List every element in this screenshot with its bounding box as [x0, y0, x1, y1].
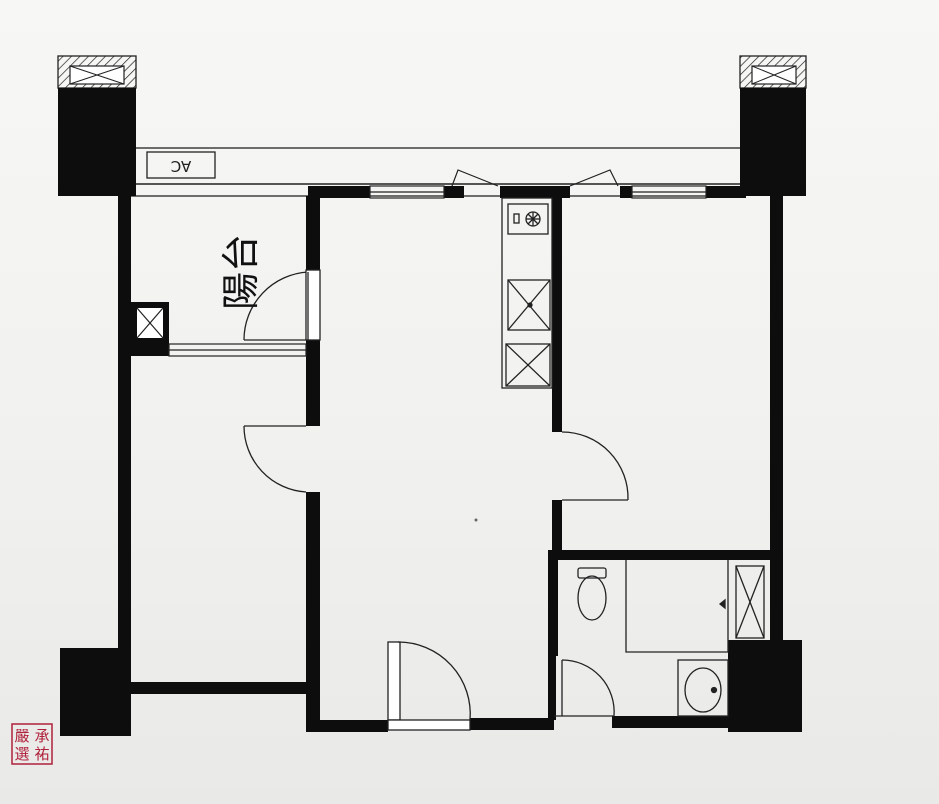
ac-label: AC	[171, 157, 191, 175]
bathroom-door	[554, 659, 615, 717]
windows	[168, 185, 707, 357]
bathroom-fixtures	[577, 560, 765, 717]
balcony-door	[243, 269, 321, 341]
seal-char-3: 嚴	[14, 727, 29, 745]
column-top-right	[739, 55, 807, 196]
seal-char-2: 祐	[34, 745, 49, 763]
balcony-rail	[129, 147, 743, 197]
seal-stamp: 承 祐 嚴 選	[11, 723, 53, 765]
ac-unit: AC	[146, 151, 216, 179]
seal-char-4: 選	[14, 745, 29, 763]
left-bedroom-door	[243, 425, 307, 493]
balcony-text: 陽台	[219, 234, 263, 310]
balcony-label: 陽台	[219, 234, 263, 310]
kitchen-counter	[501, 197, 553, 389]
entrance-door	[387, 641, 471, 731]
walls	[60, 186, 802, 736]
right-bedroom-door	[561, 431, 629, 501]
living-dot	[474, 518, 478, 522]
top-door-wings	[451, 169, 619, 187]
seal-char-1: 承	[34, 727, 49, 745]
column-top-left	[57, 55, 137, 196]
shaft-box	[131, 302, 169, 344]
